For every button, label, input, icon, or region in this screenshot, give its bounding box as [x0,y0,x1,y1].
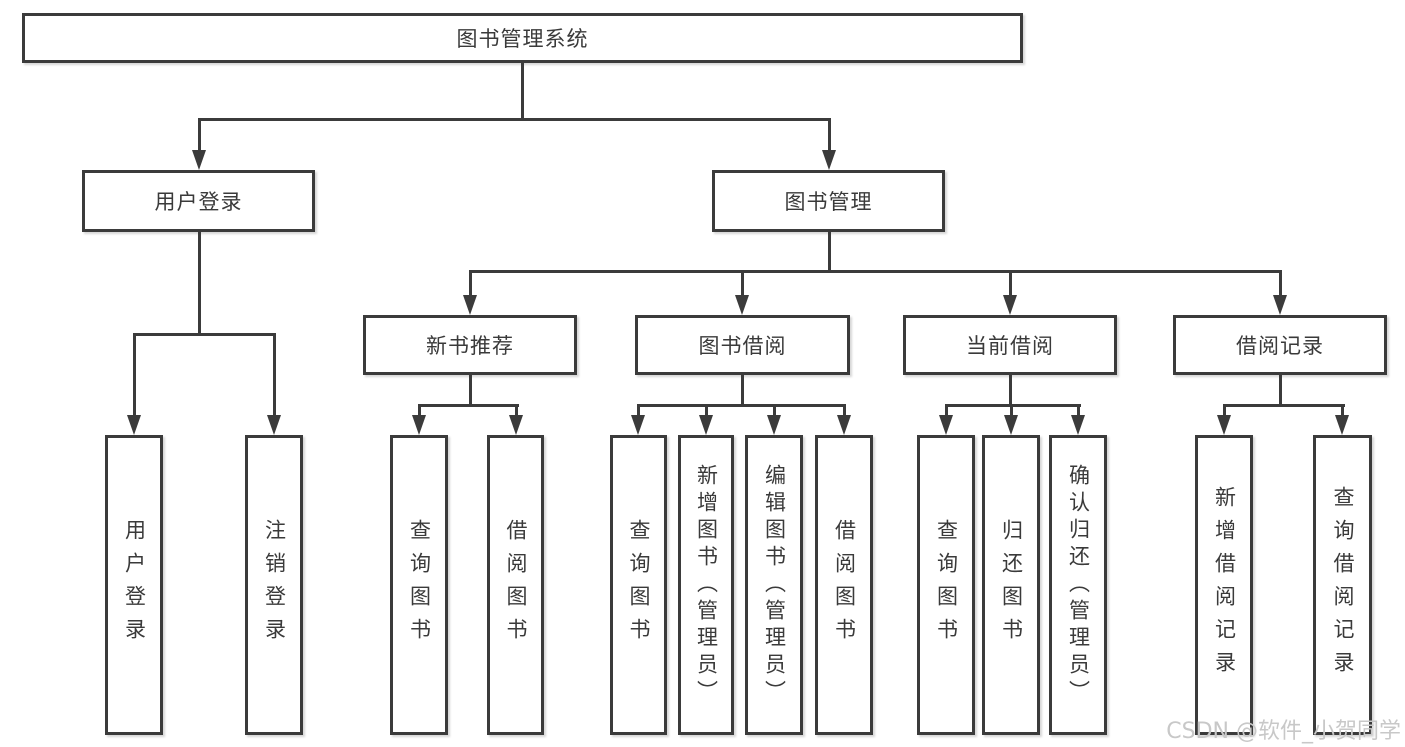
arrow-down-icon [192,150,206,170]
arrow-down-icon [412,415,426,435]
node-root: 图书管理系统 [22,13,1023,63]
arrow-down-icon [631,415,645,435]
connector-line [827,118,831,154]
node-book-borrow-label: 图书借阅 [698,334,787,358]
connector-line [1340,404,1344,417]
connector-line [1278,375,1282,407]
node-root-label: 图书管理系统 [456,27,589,51]
arrow-down-icon [1217,415,1231,435]
connector-line [417,404,519,407]
connector-line [197,118,201,154]
connector-line [521,62,524,121]
arrow-down-icon [735,295,749,315]
leaf-record-query-label: 查询借阅记录 [1331,486,1355,684]
connector-line [272,333,276,417]
node-current-borrow-label: 当前借阅 [966,334,1054,358]
connector-line [132,333,276,336]
arrow-down-icon [837,415,851,435]
arrow-down-icon [1335,415,1349,435]
connector-line [842,404,846,417]
leaf-user-login-label: 用户登录 [122,519,147,651]
leaf-borrow-query-label: 查询图书 [627,519,651,651]
connector-line [1008,375,1012,407]
leaf-record-query: 查询借阅记录 [1313,435,1372,735]
node-new-book-recommend-label: 新书推荐 [426,334,514,358]
connector-line [1009,404,1013,417]
leaf-record-add-label: 新增借阅记录 [1212,486,1237,684]
leaf-borrow-edit-admin-label: 编辑图书（管理员） [762,463,787,707]
connector-line [1076,404,1080,417]
arrow-down-icon [699,415,713,435]
node-user-login-label: 用户登录 [154,190,243,214]
leaf-current-query-label: 查询图书 [934,519,959,651]
connector-line [944,404,1081,407]
connector-line [637,404,640,417]
connector-line [132,333,136,417]
connector-line [197,232,201,336]
leaf-newbook-borrow-label: 借阅图书 [504,519,528,651]
connector-line [704,404,708,417]
arrow-down-icon [767,415,781,435]
node-borrow-record-label: 借阅记录 [1236,334,1324,358]
leaf-newbook-query-label: 查询图书 [407,519,432,651]
connector-line [944,404,948,417]
connector-line [1008,270,1012,297]
leaf-current-return-label: 归还图书 [999,519,1024,651]
node-user-login: 用户登录 [82,170,315,232]
leaf-borrow-add-admin-label: 新增图书（管理员） [694,463,719,707]
arrow-down-icon [267,415,281,435]
node-new-book-recommend: 新书推荐 [363,315,577,375]
connector-line [772,404,776,417]
leaf-logout: 注销登录 [245,435,303,735]
leaf-borrow-borrow-label: 借阅图书 [832,519,857,651]
arrow-down-icon [939,415,953,435]
connector-line [468,270,1282,273]
leaf-current-confirm-admin-label: 确认归还（管理员） [1066,463,1091,707]
connector-line [637,404,846,407]
leaf-current-return: 归还图书 [982,435,1040,735]
arrow-down-icon [822,150,836,170]
arrow-down-icon [509,415,523,435]
connector-line [468,270,472,297]
leaf-borrow-borrow: 借阅图书 [815,435,873,735]
arrow-down-icon [1004,415,1018,435]
leaf-newbook-query: 查询图书 [390,435,448,735]
node-book-management: 图书管理 [712,170,945,232]
arrow-down-icon [1273,295,1287,315]
connector-line [740,270,744,297]
connector-line [417,404,421,417]
watermark: CSDN @软件_小贺同学 [1166,719,1401,744]
leaf-record-add: 新增借阅记录 [1195,435,1253,735]
leaf-newbook-borrow: 借阅图书 [487,435,544,735]
leaf-borrow-add-admin: 新增图书（管理员） [678,435,734,735]
connector-line [1222,404,1226,417]
leaf-current-confirm-admin: 确认归还（管理员） [1049,435,1107,735]
leaf-borrow-query: 查询图书 [610,435,667,735]
leaf-borrow-edit-admin: 编辑图书（管理员） [745,435,803,735]
connector-line [741,375,744,407]
node-book-borrow: 图书借阅 [635,315,850,375]
leaf-logout-label: 注销登录 [262,519,287,651]
leaf-current-query: 查询图书 [917,435,975,735]
node-borrow-record: 借阅记录 [1173,315,1387,375]
connector-line [197,118,831,121]
arrow-down-icon [1071,415,1085,435]
connector-line [468,375,472,407]
node-book-management-label: 图书管理 [784,190,873,214]
connector-line [514,404,518,417]
connector-line [1278,270,1282,297]
leaf-user-login: 用户登录 [105,435,163,735]
arrow-down-icon [1003,295,1017,315]
arrow-down-icon [127,415,141,435]
connector-line [1222,404,1345,407]
arrow-down-icon [463,295,477,315]
node-current-borrow: 当前借阅 [903,315,1117,375]
connector-line [827,232,831,273]
